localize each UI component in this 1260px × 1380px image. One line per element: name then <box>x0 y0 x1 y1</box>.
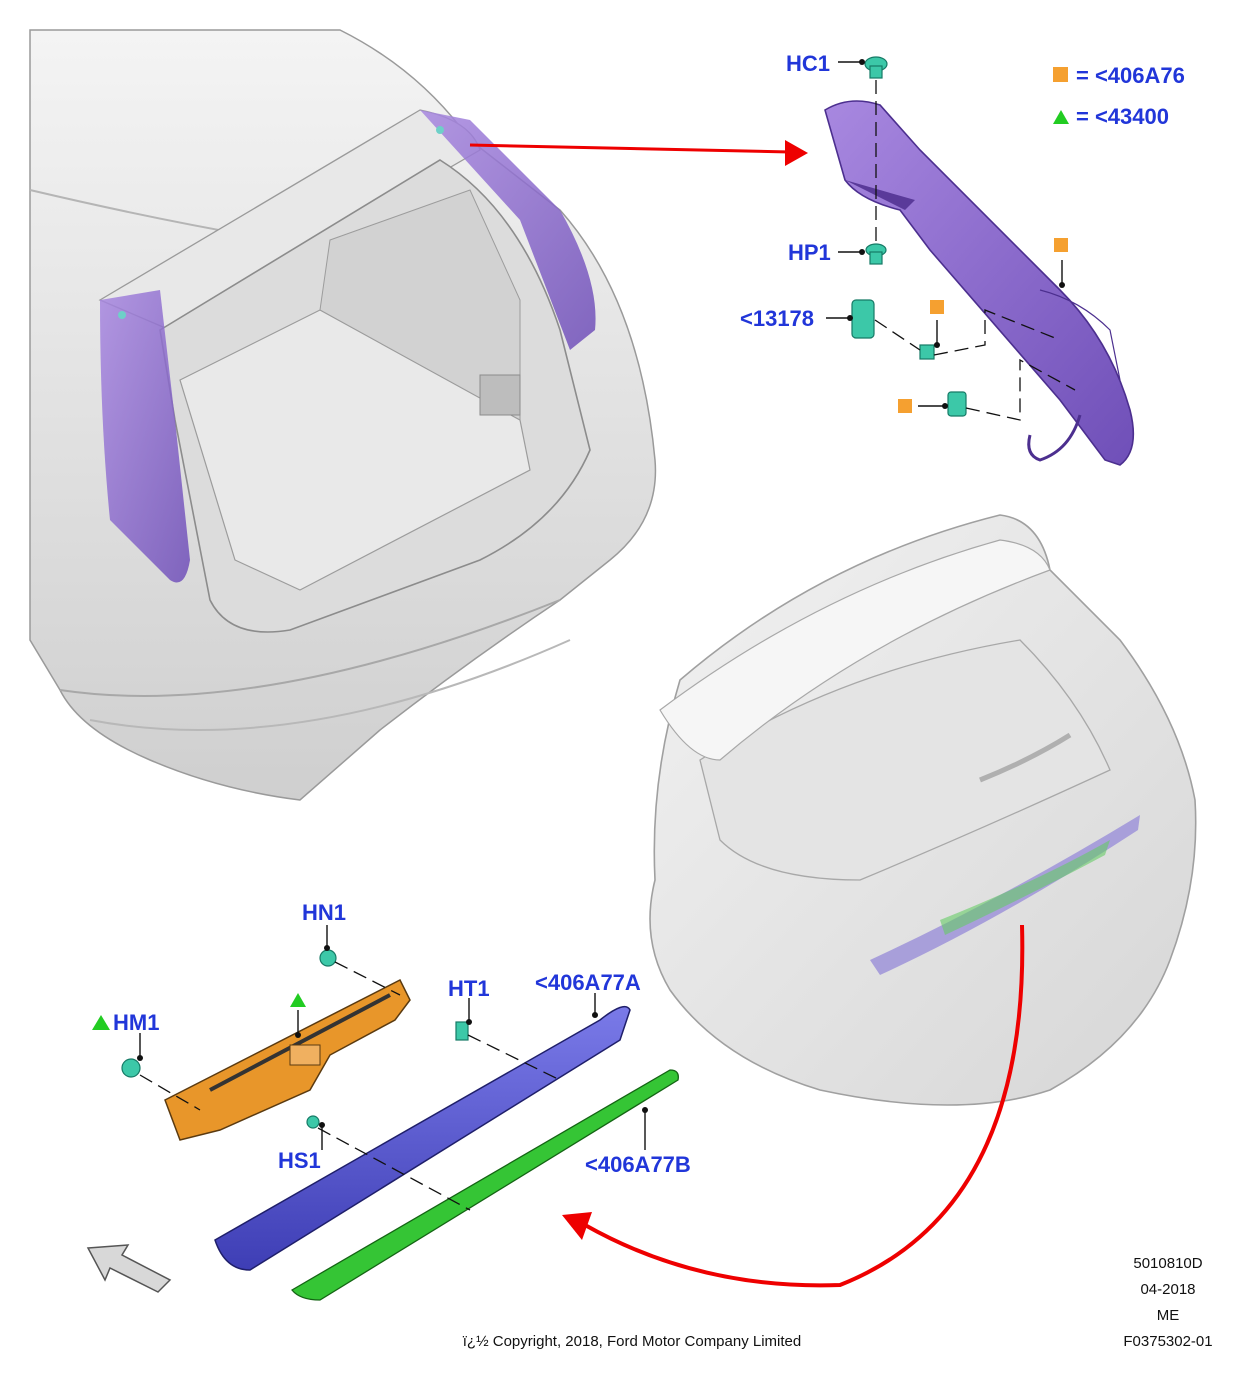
triangle-marker-bracket <box>290 993 306 1007</box>
legend-triangle-label: = <43400 <box>1076 104 1169 129</box>
legend: = <406A76 = <43400 <box>1053 63 1185 129</box>
callout-406a77a: <406A77A <box>535 970 641 995</box>
applique-406a77b <box>291 1069 679 1301</box>
callout-13178: <13178 <box>740 306 814 331</box>
callout-hn1: HN1 <box>302 900 346 925</box>
small-clip-upper <box>919 344 935 360</box>
callout-hm1: HM1 <box>113 1010 159 1035</box>
figure-id: F0375302-01 <box>1123 1333 1212 1350</box>
figure-date: 04-2018 <box>1140 1281 1195 1298</box>
callout-406a77b: <406A77B <box>585 1152 691 1177</box>
mounting-bracket <box>164 978 411 1141</box>
callout-ht1: HT1 <box>448 976 490 1001</box>
callout-hs1: HS1 <box>278 1148 321 1173</box>
legend-square-label: = <406A76 <box>1076 63 1185 88</box>
fastener-hn1 <box>319 949 337 967</box>
liftgate <box>649 514 1197 1106</box>
connector-lower <box>947 391 967 417</box>
callout-hp1: HP1 <box>788 240 831 265</box>
figure-region: ME <box>1157 1307 1180 1324</box>
fastener-hm1 <box>121 1058 141 1078</box>
clip-hp1 <box>865 243 887 265</box>
vehicle-rear-view <box>29 29 657 801</box>
red-arrow-to-pillar-trim <box>469 140 808 166</box>
pillar-trim-detail <box>824 100 1135 466</box>
square-marker-3 <box>898 399 912 413</box>
figure-code: 5010810D <box>1133 1255 1202 1272</box>
connector-13178 <box>851 299 875 339</box>
view-direction-arrow-icon <box>86 1244 172 1293</box>
square-marker-1 <box>1054 238 1068 252</box>
fastener-ht1 <box>455 1021 469 1041</box>
copyright-notice: ï¿½ Copyright, 2018, Ford Motor Company … <box>463 1333 801 1350</box>
applique-406a77a <box>214 1005 631 1271</box>
square-marker-2 <box>930 300 944 314</box>
callout-hc1: HC1 <box>786 51 830 76</box>
clip-hc1 <box>864 56 888 79</box>
triangle-marker-hm1 <box>92 1015 110 1030</box>
legend-triangle-icon <box>1053 110 1069 124</box>
red-curved-arrow <box>562 924 1025 1288</box>
fastener-hs1 <box>306 1115 320 1129</box>
legend-square-icon <box>1053 67 1068 82</box>
